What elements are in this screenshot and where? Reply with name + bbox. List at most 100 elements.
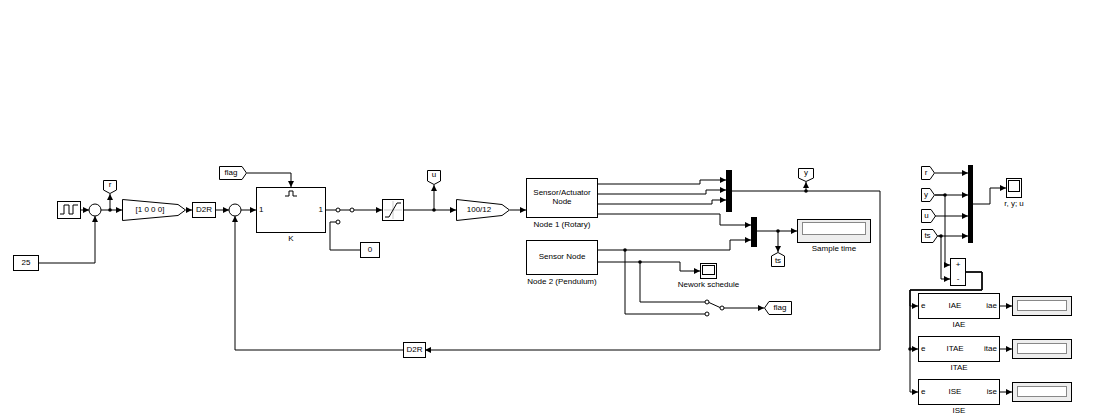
signal-line	[973, 188, 1006, 204]
block-text: D2R	[406, 346, 422, 355]
signal-line	[425, 191, 880, 350]
block-name: Node 1 (Rotary)	[534, 220, 591, 229]
signal-line	[39, 216, 95, 263]
signal-line	[724, 308, 764, 309]
block-text: iae	[986, 302, 997, 311]
block-text: e	[921, 302, 925, 311]
block-border	[123, 200, 186, 221]
signal-line	[404, 210, 456, 211]
mux-bar	[968, 165, 973, 243]
block-border	[922, 189, 935, 202]
signal-line	[1000, 392, 1012, 393]
block-name: IAE	[953, 320, 966, 329]
block-outline	[797, 219, 871, 243]
display-block	[1013, 340, 1072, 359]
signal-line	[598, 190, 726, 194]
signal-line	[326, 210, 336, 211]
sum-circle	[229, 204, 241, 216]
network-node-block: Sensor NodeNode 2 (Pendulum)	[526, 240, 598, 275]
error-index-subsystem: eITAEitaeITAE	[918, 336, 1000, 362]
gain-block: 100/12	[456, 199, 510, 221]
scope-body	[1007, 179, 1022, 198]
from-tag: flag	[219, 166, 247, 180]
block-border	[457, 200, 510, 221]
block-outline	[1006, 178, 1022, 198]
sum-block: +-	[950, 258, 966, 286]
sum-circle	[89, 204, 101, 216]
junction-dot	[776, 229, 780, 233]
signal-line	[935, 195, 950, 265]
block-border	[257, 188, 326, 233]
signal-line	[935, 173, 968, 174]
constant-block: 0	[360, 242, 380, 258]
pulse-waveform	[60, 205, 78, 214]
block-border	[220, 167, 247, 180]
block-text: flag	[774, 304, 787, 313]
block-border	[193, 203, 216, 218]
block-name: Sample time	[812, 244, 856, 253]
scope-screen	[703, 266, 715, 275]
junction-dot	[108, 208, 112, 212]
block-text: IAE	[949, 302, 962, 311]
display-field	[1018, 344, 1067, 354]
block-border	[922, 167, 935, 180]
block-text: flag	[225, 169, 238, 178]
mux-bar	[726, 170, 732, 212]
block-text: e	[921, 345, 925, 354]
block-text: [1 0 0 0]	[136, 206, 165, 215]
block-text: y	[924, 191, 928, 200]
goto-tag: flag	[764, 301, 792, 315]
block-text: ts	[924, 232, 930, 241]
signal-line	[935, 216, 968, 217]
scope-body	[701, 264, 717, 279]
block-text: e	[921, 388, 925, 397]
goto-tag: r	[103, 180, 117, 194]
goto-tag: ts	[771, 252, 785, 267]
block-text: 0	[368, 246, 372, 255]
block-text: -	[957, 275, 960, 284]
junction-dot	[623, 248, 627, 252]
block-name: Node 2 (Pendulum)	[527, 277, 596, 286]
mux-bar	[751, 217, 757, 247]
block-text: D2R	[196, 206, 212, 215]
display-block: Sample time	[797, 219, 871, 243]
block-text: u	[924, 212, 928, 221]
signal-line	[510, 210, 526, 211]
block-text: itae	[984, 345, 997, 354]
switch-terminal	[336, 220, 340, 224]
block-text: r	[109, 181, 112, 190]
signal-line	[235, 216, 403, 350]
block-border	[772, 253, 785, 267]
signal-line	[938, 236, 950, 279]
display-field	[1018, 387, 1067, 397]
block-border	[919, 294, 1000, 319]
signal-line	[247, 173, 291, 187]
block-text: 100/12	[467, 206, 491, 215]
from-tag: ts	[921, 229, 938, 243]
block-name: Nework schedule	[678, 280, 739, 289]
block-text: Sensor/Actuator Node	[529, 189, 595, 207]
block-border	[919, 380, 1000, 405]
error-index-subsystem: eISEiseISE	[918, 379, 1000, 405]
junction-dot	[804, 189, 808, 193]
block-name: K	[288, 234, 293, 243]
block-name: ITAE	[950, 363, 967, 372]
block-border	[361, 243, 380, 258]
block-text: u	[432, 171, 436, 180]
signal-line	[778, 231, 779, 252]
goto-tag: u	[427, 170, 441, 185]
block-border	[951, 259, 966, 286]
signal-line	[434, 185, 435, 210]
switch-toggle	[340, 210, 350, 211]
signal-line	[241, 210, 256, 211]
block-text: 1	[319, 206, 323, 215]
signal-line	[81, 210, 89, 211]
block-outline	[700, 263, 717, 279]
block-name: r, y; u	[1004, 199, 1024, 208]
from-tag: u	[921, 209, 936, 223]
from-tag: y	[921, 188, 935, 202]
switch-terminal	[705, 312, 709, 316]
signal-line	[598, 180, 726, 184]
signal-line	[598, 240, 751, 250]
